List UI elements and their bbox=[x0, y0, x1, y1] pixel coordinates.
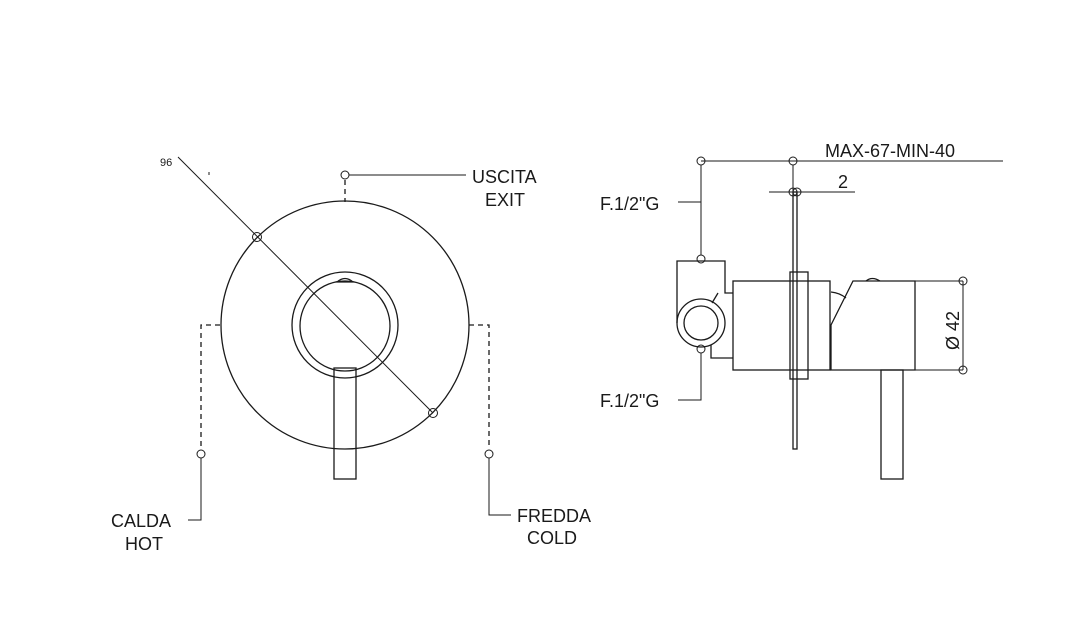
outlet-label-it: USCITA bbox=[472, 167, 537, 187]
dimension-marker bbox=[696, 254, 706, 264]
cold-leader bbox=[488, 458, 511, 516]
collar-screw bbox=[335, 277, 355, 283]
dimension-marker bbox=[428, 408, 438, 418]
wall-plate bbox=[792, 191, 798, 450]
lever-handle bbox=[333, 367, 357, 480]
inlet-pipe-inner bbox=[683, 305, 719, 341]
hot-label-it: CALDA bbox=[111, 511, 171, 531]
cold-label-en: COLD bbox=[527, 528, 577, 548]
inlet-body-lower bbox=[710, 345, 733, 359]
hot-leader bbox=[188, 458, 202, 521]
outlet-marker bbox=[340, 170, 350, 180]
plate-thickness-label: 2 bbox=[838, 172, 848, 192]
side-view: MAX-67-MIN-40 2 F.1/2"G F.1/2"G Ø bbox=[600, 141, 1003, 480]
diameter-dimension-line bbox=[177, 156, 434, 414]
handle-body bbox=[830, 280, 916, 371]
inlet-pipe-outer bbox=[676, 298, 726, 348]
side-lever bbox=[880, 369, 904, 480]
handle-collar-outer bbox=[291, 271, 399, 379]
cold-label-it: FREDDA bbox=[517, 506, 591, 526]
handle-screw bbox=[865, 277, 881, 282]
dimension-marker bbox=[958, 276, 968, 286]
hot-label-en: HOT bbox=[125, 534, 163, 554]
hot-leader-dashed bbox=[200, 324, 220, 447]
dimension-marker bbox=[958, 365, 968, 375]
handle-collar-inner bbox=[299, 280, 391, 372]
outlet-label-en: EXIT bbox=[485, 190, 525, 210]
cold-leader-dashed bbox=[469, 324, 490, 447]
dimension-marker bbox=[696, 344, 706, 354]
hot-marker bbox=[196, 449, 206, 459]
depth-label: MAX-67-MIN-40 bbox=[825, 141, 955, 161]
inlet-top-label: F.1/2"G bbox=[600, 194, 659, 214]
inlet-bottom-label: F.1/2"G bbox=[600, 391, 659, 411]
dimension-marker bbox=[252, 232, 262, 242]
body-diameter-label: Ø 42 bbox=[943, 311, 963, 350]
front-view: 96 USCITA EXIT CALDA HOT FREDDA COLD bbox=[111, 156, 591, 554]
diameter-label: 96 bbox=[160, 157, 172, 169]
handle-curve bbox=[830, 291, 847, 299]
cold-marker bbox=[484, 449, 494, 459]
valve-body bbox=[732, 280, 831, 371]
inlet-body bbox=[676, 260, 733, 323]
flange bbox=[789, 271, 809, 380]
inlet-bottom-leader bbox=[678, 353, 702, 401]
